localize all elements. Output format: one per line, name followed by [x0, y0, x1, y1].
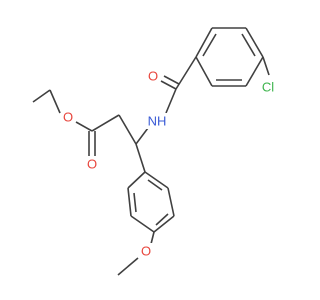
bond	[49, 89, 61, 114]
bond	[175, 56, 197, 90]
methoxyphenyl-ring	[117, 143, 175, 276]
ester-carbonyl-oxygen-label: O	[87, 157, 97, 172]
aromatic-inner-bond	[202, 33, 217, 57]
atom-labels: O NH Cl O O O	[61, 68, 277, 259]
molecule-diagram: O NH Cl O O O	[32, 27, 277, 276]
bond	[130, 215, 155, 233]
bond	[195, 56, 213, 87]
carbonyl-double-bond	[163, 75, 180, 85]
aromatic-inner-bond	[133, 192, 137, 213]
amide-nitrogen-label: NH	[148, 114, 167, 129]
carbonyl-double-bond	[160, 80, 177, 90]
bond	[91, 114, 120, 132]
bond	[117, 257, 139, 276]
aromatic-inner-bond	[241, 33, 256, 57]
bond	[135, 127, 149, 145]
bond	[195, 27, 213, 58]
aromatic-inner-bond	[155, 213, 169, 226]
bond	[167, 187, 175, 217]
bond	[118, 114, 137, 145]
bond	[144, 171, 169, 189]
bond	[32, 89, 51, 103]
methoxy-oxygen-label: O	[141, 244, 151, 259]
bond	[245, 27, 264, 58]
aromatic-inner-bond	[147, 179, 163, 191]
chlorine-label: Cl	[262, 80, 274, 95]
carbonyl-oxygen-label: O	[148, 69, 158, 84]
bond	[150, 231, 155, 245]
propanoate-chain	[32, 89, 137, 156]
bond	[75, 121, 93, 132]
bond	[165, 88, 177, 114]
structure-svg: O NH Cl O O O	[32, 27, 277, 276]
bond	[127, 171, 146, 189]
bond	[135, 143, 146, 173]
bond	[153, 215, 175, 233]
chlorophenyl-ring	[195, 27, 270, 87]
amide-group	[135, 56, 197, 145]
ester-oxygen-label: O	[63, 110, 73, 125]
bond	[262, 56, 270, 76]
bond	[245, 56, 264, 87]
bond	[127, 187, 132, 217]
